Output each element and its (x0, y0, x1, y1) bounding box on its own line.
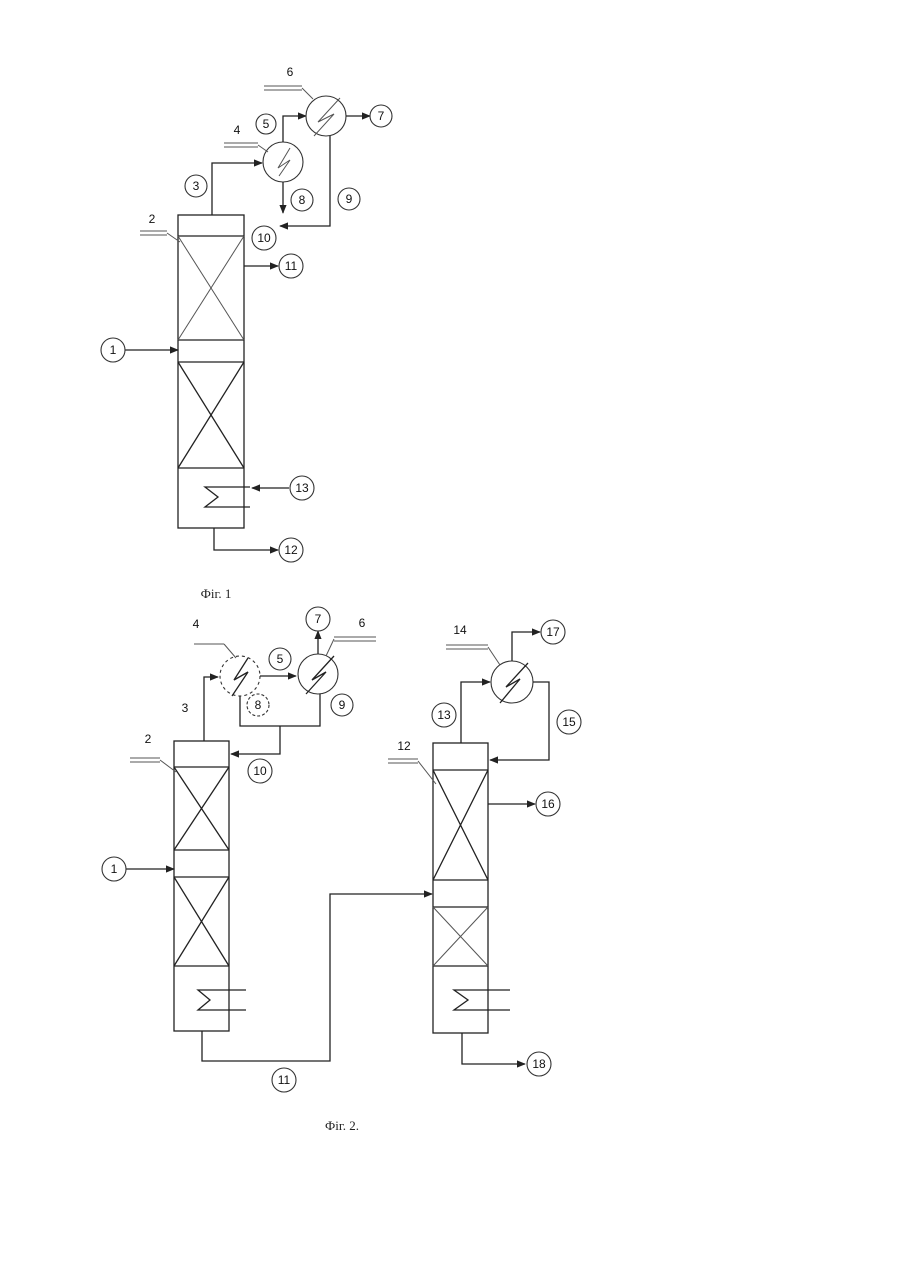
svg-text:17: 17 (546, 625, 560, 639)
fig2-column-2 (174, 741, 246, 1031)
svg-text:15: 15 (562, 715, 576, 729)
fig1-column-2 (178, 215, 250, 528)
svg-text:8: 8 (255, 698, 262, 712)
fig1-label-2: 2 (149, 212, 156, 226)
fig2-label-14: 14 (453, 623, 467, 637)
svg-text:3: 3 (193, 179, 200, 193)
svg-text:11: 11 (278, 1073, 291, 1087)
fig2-label-2: 2 (145, 732, 152, 746)
fig1-label-6: 6 (287, 65, 294, 79)
fig2-caption: Фіг. 2. (325, 1118, 359, 1133)
fig2-col12-reboiler-coil (454, 990, 510, 1010)
fig2-column-12 (433, 743, 510, 1033)
fig2-reboiler-coil (198, 990, 246, 1010)
fig1-condenser-6 (306, 96, 346, 136)
fig1-column-body (178, 215, 244, 528)
fig2-output-line-17 (512, 632, 540, 661)
fig2-label-3: 3 (182, 701, 189, 715)
fig1-vapor-line-3 (212, 163, 262, 215)
svg-text:7: 7 (315, 612, 322, 626)
fig2-vapor-line-3 (204, 677, 218, 741)
figure-2: 2 1 3 4 5 6 7 (102, 607, 581, 1133)
svg-text:8: 8 (299, 193, 306, 207)
svg-text:10: 10 (253, 764, 267, 778)
svg-text:16: 16 (541, 797, 555, 811)
figure-1: 2 1 3 4 5 6 7 (101, 65, 392, 601)
svg-text:13: 13 (437, 708, 451, 722)
svg-text:11: 11 (285, 259, 298, 273)
fig2-label-6: 6 (359, 616, 366, 630)
fig1-bottoms-line-12 (214, 528, 278, 550)
svg-text:10: 10 (257, 231, 271, 245)
svg-text:12: 12 (284, 543, 298, 557)
fig2-condenser-14 (491, 661, 533, 703)
svg-text:5: 5 (277, 652, 284, 666)
fig1-condenser-4 (263, 142, 303, 182)
fig2-label-4: 4 (193, 617, 200, 631)
svg-text:9: 9 (339, 698, 346, 712)
fig1-label-4: 4 (234, 123, 241, 137)
fig1-line-5 (283, 116, 306, 142)
fig2-condenser-6 (298, 654, 338, 694)
svg-text:1: 1 (110, 343, 117, 357)
fig2-bottoms-line-18 (462, 1033, 525, 1064)
svg-text:18: 18 (532, 1057, 546, 1071)
fig2-column-body (174, 741, 229, 1031)
fig1-reboiler-coil (205, 487, 250, 507)
svg-text:1: 1 (111, 862, 118, 876)
fig2-transfer-line-11 (202, 894, 432, 1061)
fig2-vapor-line-13 (461, 682, 490, 743)
svg-text:7: 7 (378, 109, 385, 123)
svg-text:13: 13 (295, 481, 309, 495)
svg-text:9: 9 (346, 192, 353, 206)
fig2-label-12: 12 (397, 739, 411, 753)
fig1-caption: Фіг. 1 (201, 586, 232, 601)
fig2-return-line-10 (231, 726, 280, 754)
svg-text:5: 5 (263, 117, 270, 131)
fig2-condenser-4 (220, 656, 260, 696)
